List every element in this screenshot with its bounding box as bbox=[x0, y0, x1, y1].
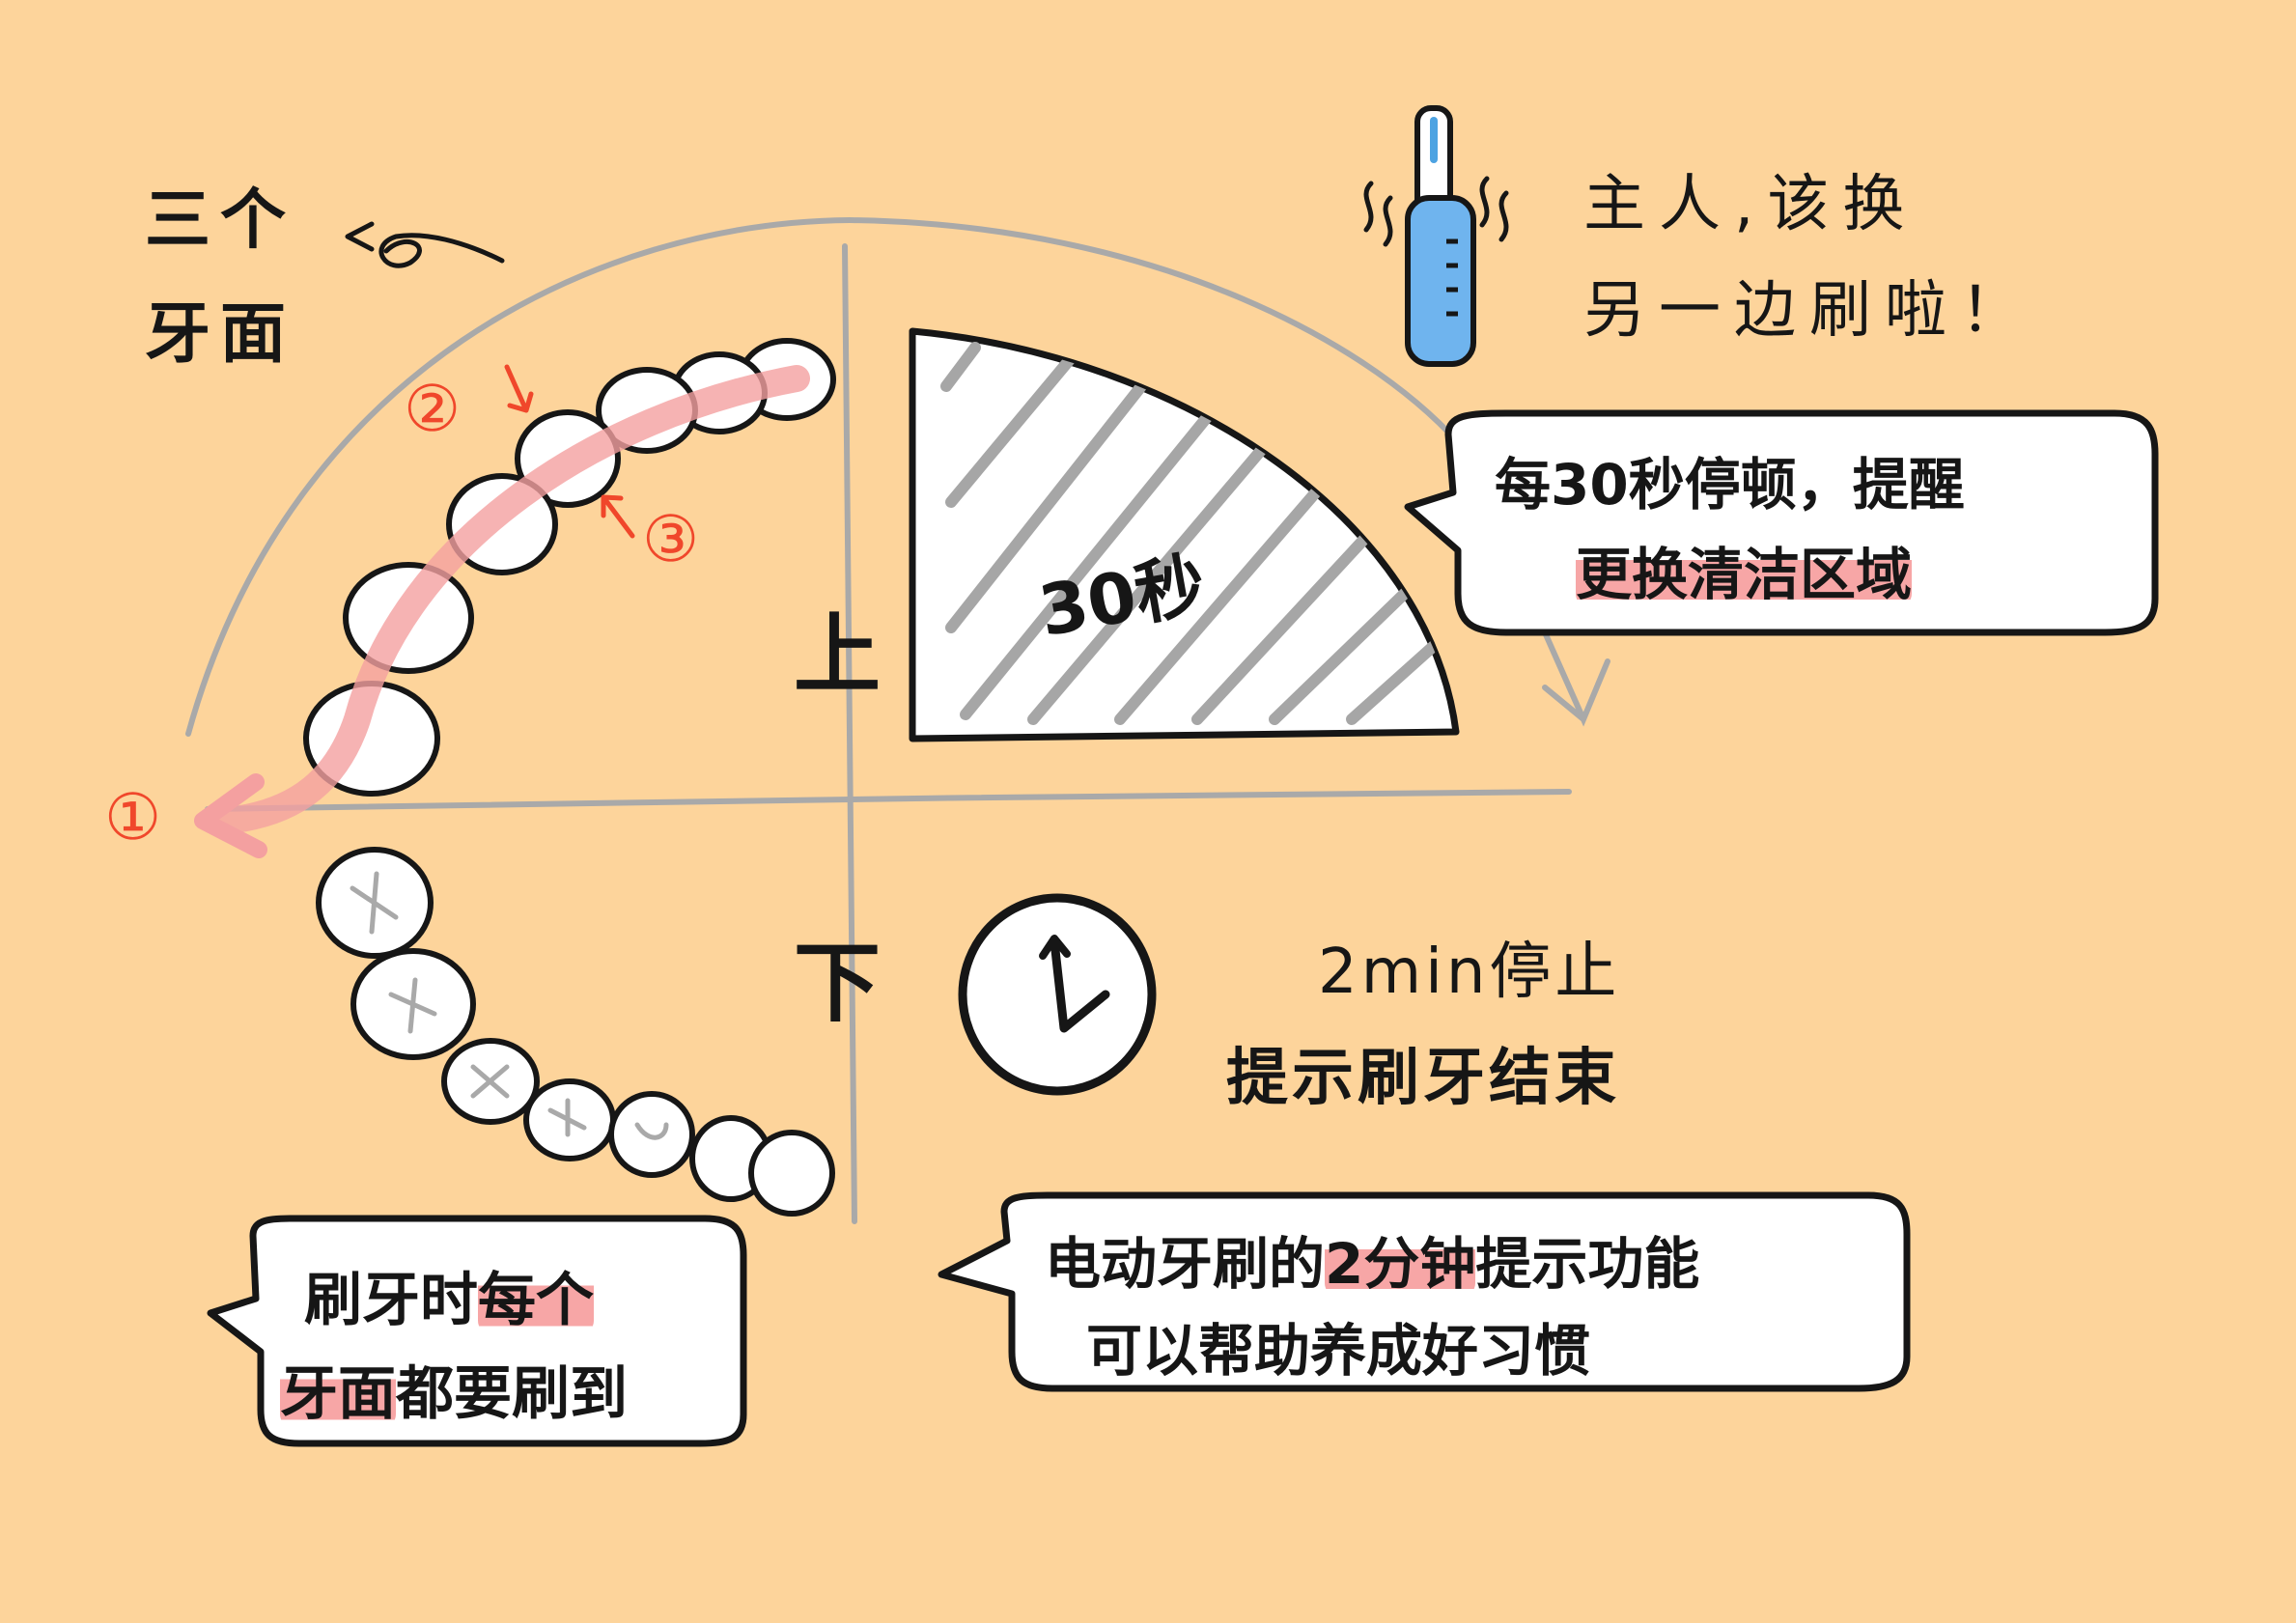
pause-bubble-highlight: 更换清洁区域 bbox=[1576, 542, 1913, 607]
guide-lines bbox=[185, 216, 1610, 1224]
step-1-marker: ① bbox=[104, 780, 162, 854]
faces-bubble-line2: 牙面都要刷到 bbox=[280, 1347, 628, 1431]
sector-hatching bbox=[940, 342, 1449, 725]
step3-arrow-icon bbox=[601, 494, 635, 539]
faces-bubble-highlight: 每个 bbox=[478, 1267, 594, 1334]
timer-bubble-text: 提示功能 bbox=[1475, 1231, 1700, 1297]
faces-bubble-highlight: 牙面 bbox=[280, 1360, 396, 1428]
timer-bubble-text: 电动牙刷的 bbox=[1045, 1231, 1326, 1297]
upper-jaw-label: 上 bbox=[794, 604, 881, 706]
brushing-path bbox=[194, 364, 810, 858]
thirty-second-sector bbox=[909, 327, 1460, 742]
faces-title-line2: 牙面 bbox=[145, 296, 296, 373]
lower-jaw-label: 下 bbox=[794, 933, 881, 1034]
step-3-marker: ③ bbox=[642, 502, 700, 576]
faces-bubble-text: 刷牙时 bbox=[304, 1267, 478, 1334]
brushing-path-arrow-icon bbox=[194, 773, 267, 858]
owner-note-line1: 主人,该换 bbox=[1583, 169, 1918, 240]
pause-bubble-line1: 每30秒停顿，提醒 bbox=[1495, 452, 1965, 518]
faces-bubble-text: 都要刷到 bbox=[396, 1360, 628, 1428]
faces-title-line1: 三个 bbox=[145, 182, 296, 259]
stop-note-line1: 2min停止 bbox=[1318, 937, 1621, 1008]
faces-bubble-line1: 刷牙时每个 bbox=[304, 1253, 594, 1337]
outer-arc bbox=[185, 216, 1470, 737]
timer-bubble-line2: 可以帮助养成好习惯 bbox=[1086, 1318, 1591, 1384]
electric-toothbrush-icon bbox=[1363, 105, 1509, 367]
stop-note-line2: 提示刷牙结束 bbox=[1226, 1043, 1620, 1114]
timer-bubble-highlight: 2分钟 bbox=[1325, 1231, 1476, 1297]
step2-arrow-icon bbox=[504, 364, 534, 413]
timer-icon bbox=[958, 893, 1157, 1096]
vertical-axis bbox=[842, 243, 857, 1224]
horizontal-axis bbox=[205, 789, 1572, 812]
lower-teeth-grooves bbox=[350, 871, 669, 1140]
loopy-arrow-icon bbox=[345, 221, 505, 268]
timer-bubble-line1: 电动牙刷的2分钟提示功能 bbox=[1045, 1218, 1699, 1300]
lower-tooth bbox=[748, 1130, 835, 1217]
pause-bubble-line2: 更换清洁区域 bbox=[1576, 529, 1913, 610]
upper-teeth bbox=[303, 338, 836, 797]
owner-note-line2: 另一边刷啦！ bbox=[1583, 275, 2035, 347]
step-2-marker: ② bbox=[404, 372, 462, 446]
lower-tooth bbox=[608, 1091, 695, 1178]
lower-teeth bbox=[316, 847, 835, 1217]
